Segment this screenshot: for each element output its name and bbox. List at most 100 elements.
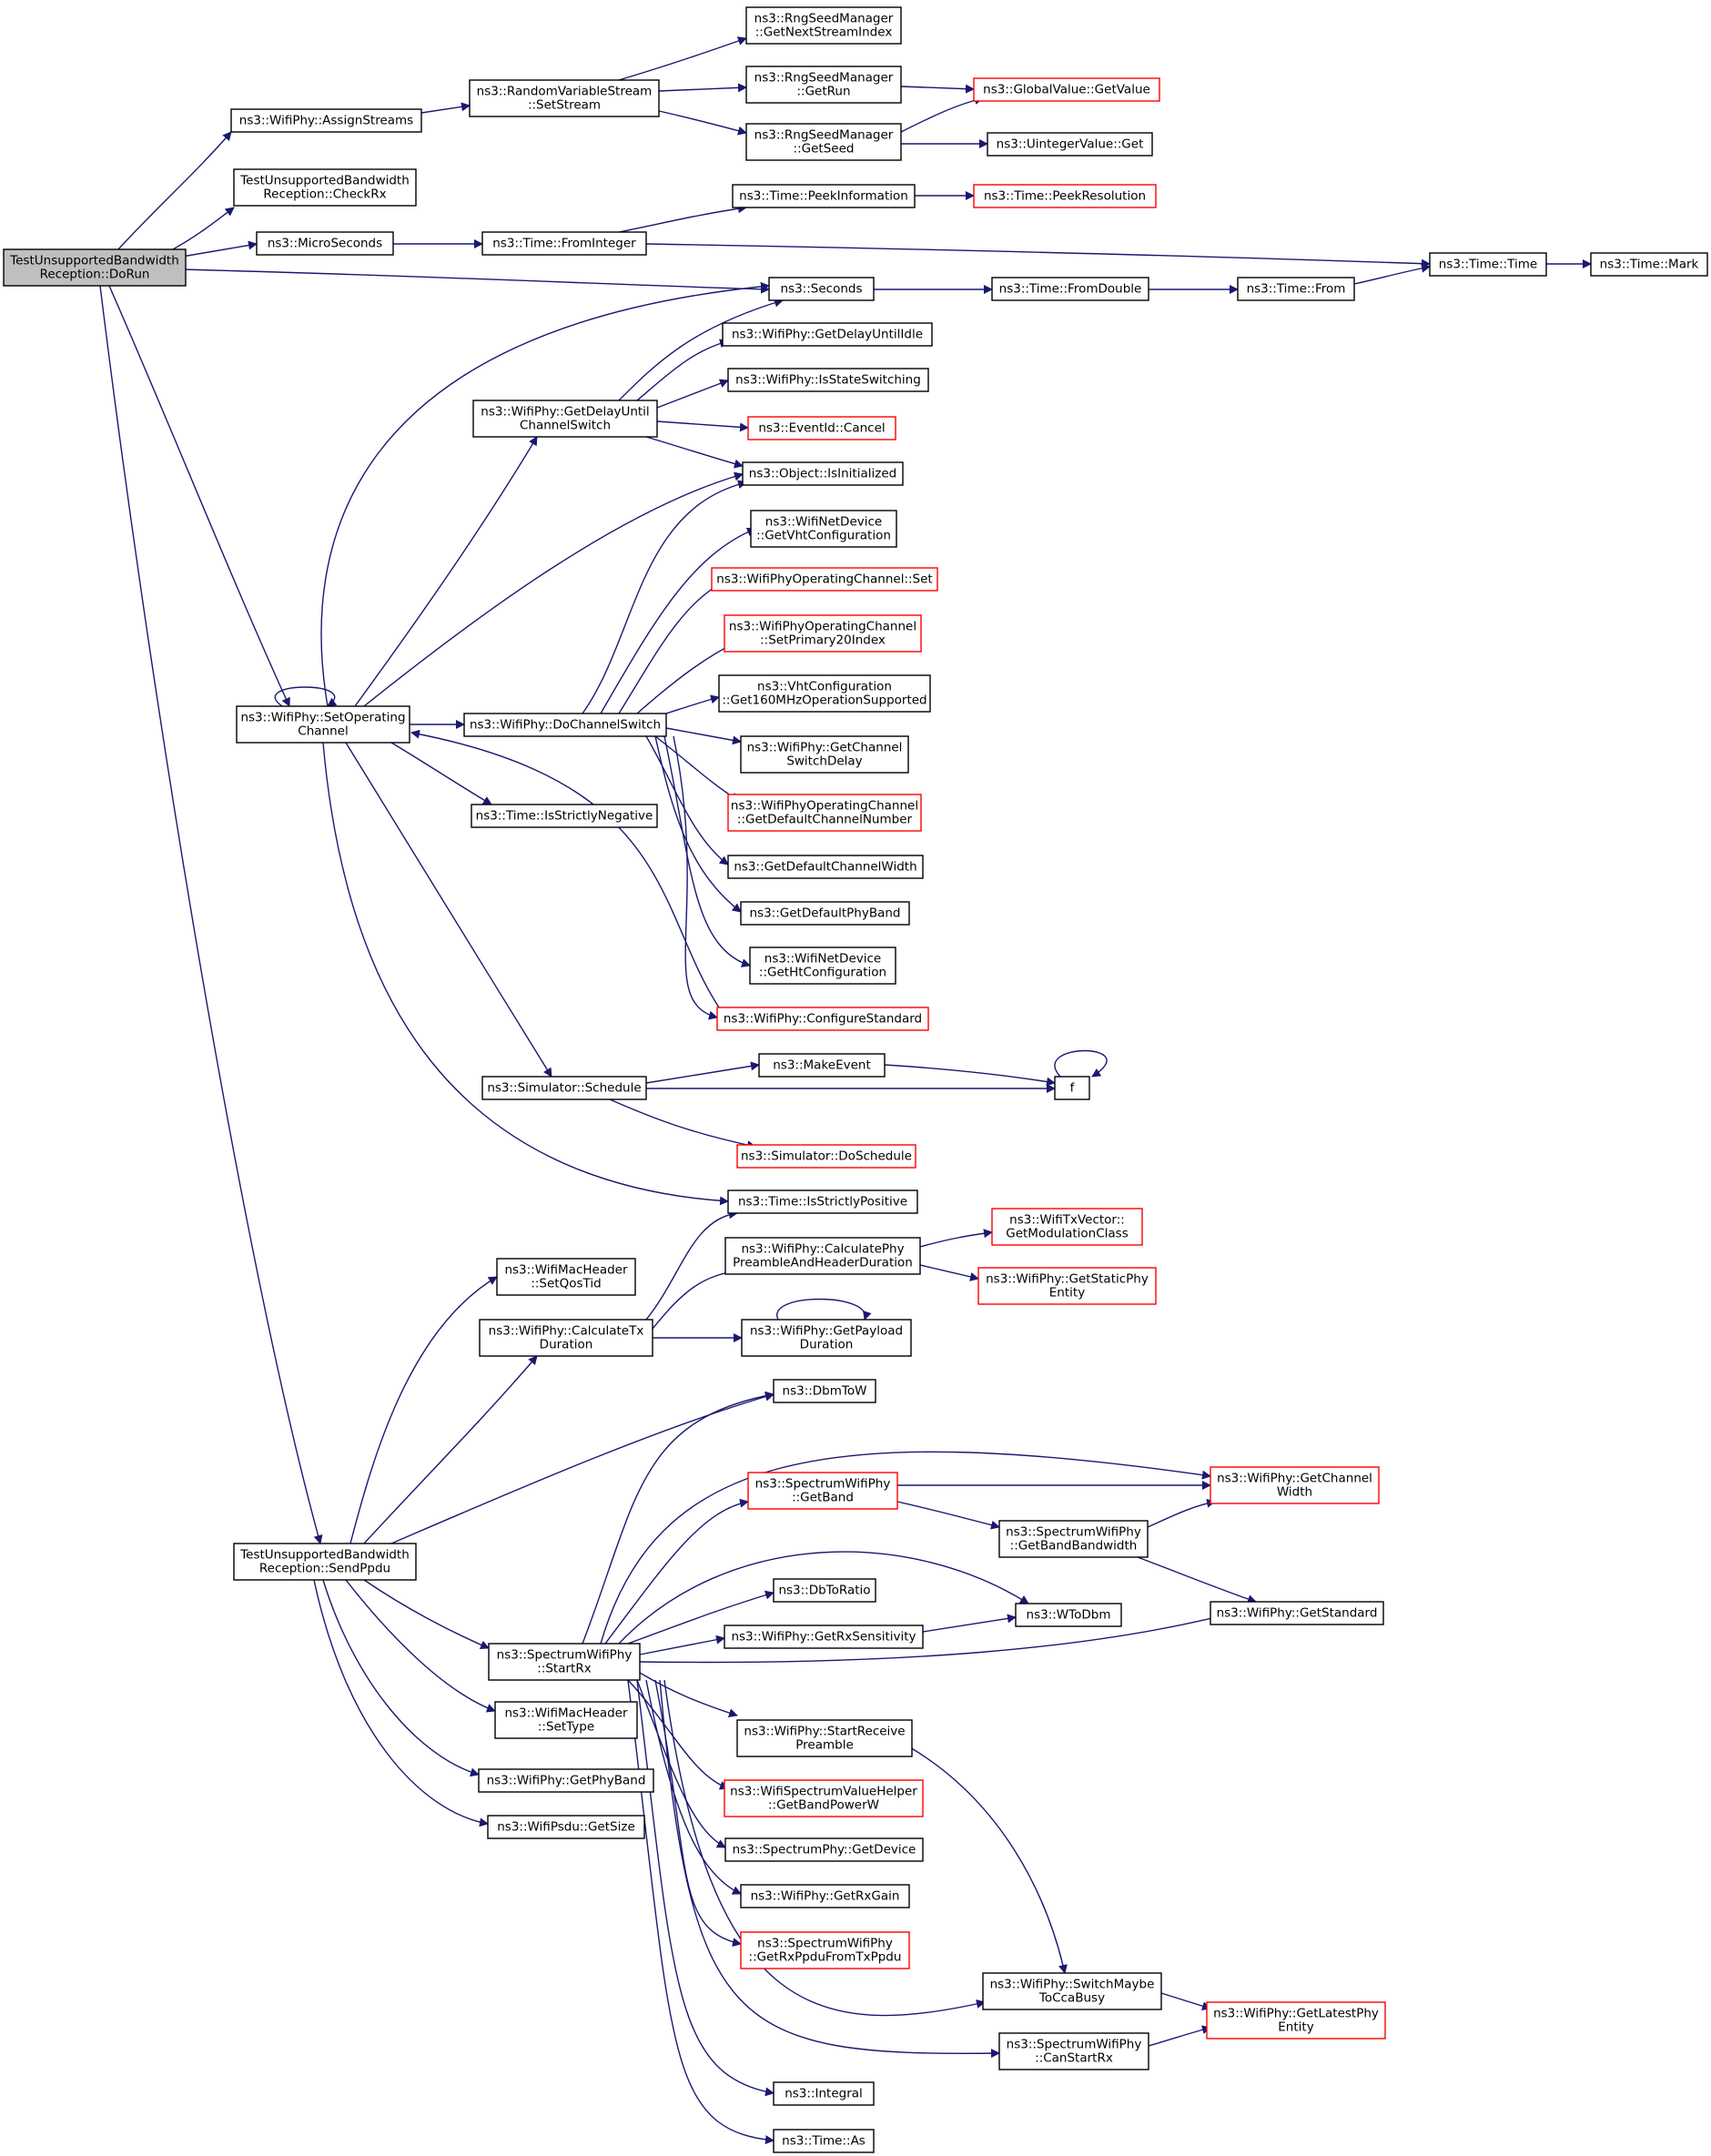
- function-node-dbmtow[interactable]: ns3::DbmToW: [773, 1379, 876, 1403]
- function-node-getbandbw[interactable]: ns3::SpectrumWifiPhy::GetBandBandwidth: [998, 1520, 1149, 1558]
- function-node-dochsw[interactable]: ns3::WifiPhy::DoChannelSwitch: [463, 713, 667, 737]
- function-node-wtodbm[interactable]: ns3::WToDbm: [1015, 1603, 1122, 1627]
- function-node-eventcancel[interactable]: ns3::EventId::Cancel: [747, 416, 896, 440]
- node-box: [745, 123, 902, 161]
- function-node-canstartrx[interactable]: ns3::SpectrumWifiPhy::CanStartRx: [998, 2032, 1149, 2070]
- call-edge-getdelaych-to-eventcancel: [656, 420, 749, 432]
- function-node-settype[interactable]: ns3::WifiMacHeader::SetType: [494, 1701, 638, 1739]
- function-node-getvht[interactable]: ns3::WifiNetDevice::GetVhtConfiguration: [750, 510, 897, 548]
- call-edge-startrx-to-getchwidth: [600, 1451, 1211, 1645]
- node-box: [749, 946, 896, 985]
- node-box: [711, 567, 938, 592]
- function-node-checkrx[interactable]: TestUnsupportedBandwidthReception::Check…: [233, 168, 417, 207]
- function-node-fromdouble[interactable]: ns3::Time::FromDouble: [991, 277, 1149, 301]
- node-label: ns3::WifiPhy::GetPhyBand: [487, 1774, 646, 1788]
- function-node-getdelayidle[interactable]: ns3::WifiPhy::GetDelayUntilIdle: [722, 322, 933, 347]
- function-node-setprimary[interactable]: ns3::WifiPhyOperatingChannel::SetPrimary…: [724, 614, 922, 653]
- function-node-getrxsens[interactable]: ns3::WifiPhy::GetRxSensitivity: [724, 1625, 924, 1649]
- function-node-f[interactable]: f: [1054, 1076, 1090, 1100]
- function-node-schedule[interactable]: ns3::Simulator::Schedule: [481, 1076, 647, 1100]
- node-label: ns3::Time::IsStrictlyNegative: [476, 809, 653, 824]
- node-label: ns3::Time::As: [782, 2134, 866, 2149]
- function-node-getstandard[interactable]: ns3::WifiPhy::GetStandard: [1210, 1601, 1384, 1625]
- function-node-rnggetrun[interactable]: ns3::RngSeedManager::GetRun: [745, 66, 902, 104]
- node-label: SwitchDelay: [786, 754, 862, 769]
- node-box: [747, 416, 896, 440]
- function-node-globalvalue[interactable]: ns3::GlobalValue::GetValue: [973, 77, 1160, 102]
- function-node-getphyband[interactable]: ns3::WifiPhy::GetPhyBand: [478, 1768, 654, 1793]
- function-node-isstatesw[interactable]: ns3::WifiPhy::IsStateSwitching: [727, 368, 929, 392]
- function-node-seconds[interactable]: ns3::Seconds: [768, 277, 875, 301]
- function-node-getdefband[interactable]: ns3::GetDefaultPhyBand: [740, 901, 910, 926]
- function-node-microseconds[interactable]: ns3::MicroSeconds: [256, 231, 394, 256]
- function-node-startrx[interactable]: ns3::SpectrumWifiPhy::StartRx: [488, 1643, 641, 1681]
- function-node-doschedule[interactable]: ns3::Simulator::DoSchedule: [736, 1144, 916, 1169]
- function-node-configstd[interactable]: ns3::WifiPhy::ConfigureStandard: [716, 1007, 929, 1031]
- call-edge-startrx-to-getdevice: [636, 1679, 726, 1848]
- node-box: [1015, 1603, 1122, 1627]
- function-node-assignstreams[interactable]: ns3::WifiPhy::AssignStreams: [230, 108, 422, 133]
- node-box: [732, 184, 916, 208]
- call-edge-configstd-to-setopch: [410, 729, 720, 1008]
- node-box: [724, 1837, 924, 1862]
- function-node-timefrom[interactable]: ns3::Time::From: [1237, 277, 1355, 301]
- node-label: ::Get160MHzOperationSupported: [722, 693, 926, 708]
- node-box: [727, 1189, 918, 1214]
- function-node-get160[interactable]: ns3::VhtConfiguration::Get160MHzOperatio…: [718, 674, 931, 713]
- function-node-getdefchnum[interactable]: ns3::WifiPhyOperatingChannel::GetDefault…: [727, 794, 922, 832]
- function-node-calcpreamble[interactable]: ns3::WifiPhy::CalculatePhyPreambleAndHea…: [724, 1237, 921, 1275]
- function-node-rngnext[interactable]: ns3::RngSeedManager::GetNextStreamIndex: [745, 6, 902, 45]
- call-edge-setopch-to-isstrictpos: [322, 742, 729, 1206]
- function-node-rvsetstream[interactable]: ns3::RandomVariableStream::SetStream: [469, 79, 660, 117]
- function-node-getht[interactable]: ns3::WifiNetDevice::GetHtConfiguration: [749, 946, 896, 985]
- function-node-timeas[interactable]: ns3::Time::As: [773, 2129, 875, 2153]
- function-node-bandpowerw[interactable]: ns3::WifiSpectrumValueHelper::GetBandPow…: [724, 1779, 924, 1817]
- function-node-timemark[interactable]: ns3::Time::Mark: [1590, 252, 1708, 277]
- node-label: ns3::WifiNetDevice: [764, 952, 881, 967]
- function-node-opchset[interactable]: ns3::WifiPhyOperatingChannel::Set: [711, 567, 938, 592]
- function-node-getmodclass[interactable]: ns3::WifiTxVector::GetModulationClass: [991, 1208, 1143, 1246]
- function-node-psdusize[interactable]: ns3::WifiPsdu::GetSize: [487, 1815, 645, 1839]
- node-label: ::GetRun: [796, 85, 850, 99]
- node-box: [987, 132, 1153, 157]
- function-node-getrxppdu[interactable]: ns3::SpectrumWifiPhy::GetRxPpduFromTxPpd…: [740, 1931, 910, 1969]
- call-edge-dorun-to-microseconds: [181, 240, 258, 258]
- function-node-getrxgain[interactable]: ns3::WifiPhy::GetRxGain: [740, 1884, 910, 1908]
- function-node-timetime[interactable]: ns3::Time::Time: [1429, 252, 1547, 277]
- function-node-makeevent[interactable]: ns3::MakeEvent: [758, 1053, 886, 1078]
- function-node-uintegerget[interactable]: ns3::UintegerValue::Get: [987, 132, 1153, 157]
- node-label: ns3::RngSeedManager: [754, 71, 894, 86]
- call-edge-getdelaych-to-getdelayidle: [636, 339, 729, 401]
- function-node-sendppdu[interactable]: TestUnsupportedBandwidthReception::SendP…: [233, 1543, 417, 1581]
- function-node-peekres[interactable]: ns3::Time::PeekResolution: [973, 184, 1157, 208]
- function-node-dbtoratio[interactable]: ns3::DbToRatio: [773, 1578, 876, 1603]
- function-node-rnggetseed[interactable]: ns3::RngSeedManager::GetSeed: [745, 123, 902, 161]
- function-node-frominteger[interactable]: ns3::Time::FromInteger: [481, 231, 647, 256]
- function-node-swgetband[interactable]: ns3::SpectrumWifiPhy::GetBand: [747, 1472, 898, 1510]
- node-label: ::GetRxPpduFromTxPpdu: [749, 1950, 902, 1965]
- function-node-isstrictneg[interactable]: ns3::Time::IsStrictlyNegative: [471, 804, 658, 828]
- function-node-isstrictpos[interactable]: ns3::Time::IsStrictlyPositive: [727, 1189, 918, 1214]
- function-node-getdevice[interactable]: ns3::SpectrumPhy::GetDevice: [724, 1837, 924, 1862]
- function-node-peekinfo[interactable]: ns3::Time::PeekInformation: [732, 184, 916, 208]
- node-label: ::GetBandPowerW: [768, 1798, 879, 1813]
- function-node-isinit[interactable]: ns3::Object::IsInitialized: [742, 461, 904, 486]
- function-node-integral[interactable]: ns3::Integral: [773, 2081, 875, 2106]
- call-edge-getbandbw-to-getstandard: [1137, 1556, 1257, 1604]
- function-node-getdefchw[interactable]: ns3::GetDefaultChannelWidth: [727, 855, 924, 879]
- node-label: ns3::WifiTxVector::: [1009, 1213, 1125, 1228]
- node-label: TestUnsupportedBandwidth: [239, 174, 410, 188]
- function-node-setqostid[interactable]: ns3::WifiMacHeader::SetQosTid: [496, 1258, 636, 1296]
